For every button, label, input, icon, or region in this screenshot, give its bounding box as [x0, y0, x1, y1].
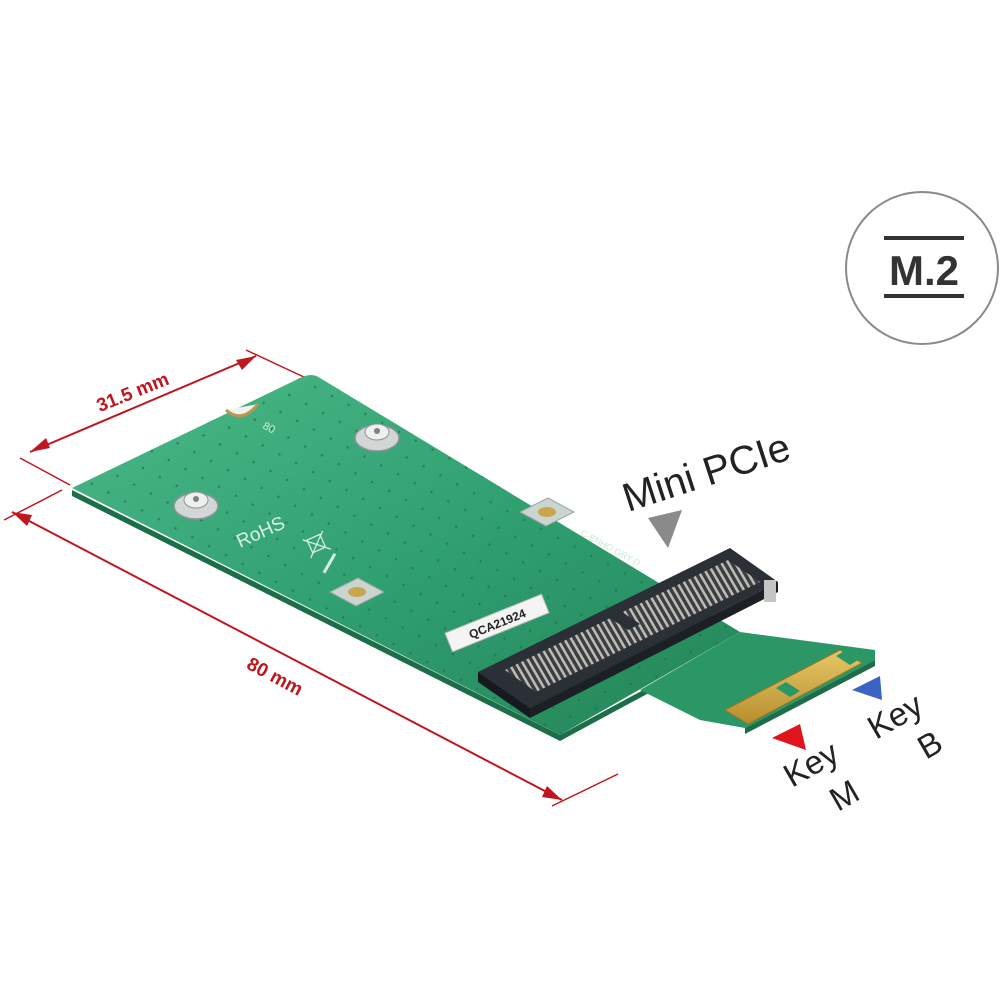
length-extension-bottom: [551, 773, 619, 807]
length-arrow-top: [12, 512, 32, 526]
m2-badge-circle: [845, 191, 999, 345]
rohs-underline: [322, 552, 337, 574]
length-dimension-line: [11, 511, 563, 801]
key-m-letter: M: [823, 772, 865, 818]
mounting-pad-lower: [328, 577, 386, 607]
connector-key: [610, 612, 640, 630]
key-b-notch: [836, 651, 858, 665]
width-arrow-left: [30, 438, 50, 452]
mini-pcie-pointer: [648, 510, 682, 548]
width-dimension-line: [29, 355, 257, 453]
width-extension-right: [245, 349, 307, 379]
connector-latch: [764, 580, 776, 602]
m2-badge-bottom-bar: [884, 294, 964, 298]
mounting-pad-upper: [518, 497, 576, 527]
pcb-edge-tab-thickness: [745, 660, 875, 734]
mini-pcie-callout: Mini PCIe: [617, 425, 796, 548]
width-dimension-label: 31.5 mm: [94, 369, 172, 417]
m2-badge-label: M.2: [889, 247, 959, 294]
pcb-edge-tab: [640, 632, 875, 728]
m2-badge: M.2: [845, 191, 999, 345]
mini-pcie-label: Mini PCIe: [617, 425, 796, 520]
width-arrow-right: [236, 356, 256, 370]
pcb-vias: [72, 375, 740, 735]
m2-badge-top-bar: [884, 236, 964, 240]
key-m-arrow: [772, 724, 806, 750]
mini-pcie-connector: [478, 548, 778, 718]
key-b-callout: Key B: [852, 676, 949, 766]
adapter-board: 80 RoHS QCA21924 C-ENHO GRY-D: [72, 375, 875, 741]
weee-bin-icon: [302, 530, 331, 559]
key-b-letter: B: [911, 723, 949, 766]
connector-side: [478, 672, 530, 718]
connector-front: [530, 582, 778, 718]
length-arrow-bottom: [542, 786, 562, 800]
key-b-arrow: [852, 676, 882, 700]
mounting-screw-right: [354, 423, 400, 452]
hole-label: 80: [261, 420, 277, 436]
length-extension-top: [3, 489, 63, 521]
mounting-screw-left: [173, 491, 219, 520]
gold-finger-outline: [723, 649, 864, 725]
key-m-notch: [776, 682, 800, 697]
board-edge-front: [72, 490, 560, 741]
mounting-notch: [225, 403, 260, 418]
width-extension-left: [19, 457, 71, 486]
gold-fingers: [723, 649, 864, 725]
key-m-callout: Key M: [772, 724, 865, 818]
